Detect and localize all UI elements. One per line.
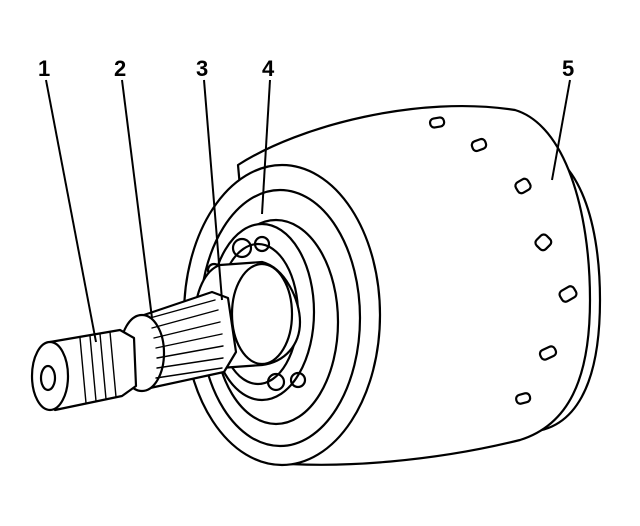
callout-4: 4 <box>262 56 275 81</box>
leader-lines <box>45 79 571 343</box>
callouts: 1 2 3 4 5 <box>38 56 574 81</box>
threaded-end <box>30 328 138 412</box>
callout-5: 5 <box>562 56 574 81</box>
callout-3: 3 <box>196 56 208 81</box>
callout-1: 1 <box>38 56 50 81</box>
callout-2: 2 <box>114 56 126 81</box>
